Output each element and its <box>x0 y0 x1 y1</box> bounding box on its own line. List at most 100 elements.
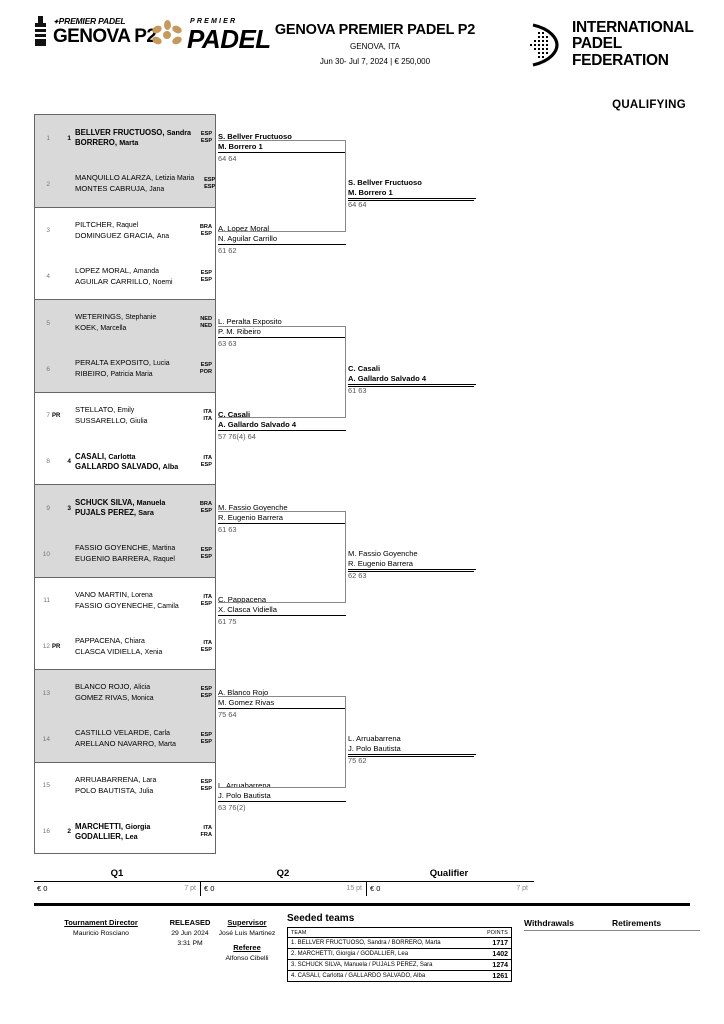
player-2-country: ESP <box>200 554 212 560</box>
player-1-country: ESP <box>200 547 212 554</box>
pr-tag: PR <box>52 412 61 419</box>
match-score: 61 63 <box>218 523 346 534</box>
player-1-country: NED <box>200 316 212 323</box>
player-2-country: ESP <box>200 276 212 283</box>
match-score: 75 62 <box>348 754 476 765</box>
player-2-country: ESP <box>204 184 216 190</box>
qualifying-label: QUALIFYING <box>612 99 686 111</box>
player-1-country: ESP <box>200 686 212 693</box>
player-2-name: CLASCA VIDIELLA, Xenia <box>75 646 163 656</box>
points-column-header: Qualifier <box>429 868 469 879</box>
genova-p2-logo: ✦PREMIER PADEL GENOVA P2 <box>34 16 157 47</box>
entry-number: 15 <box>42 782 50 789</box>
entry-number: 1 <box>46 134 50 142</box>
player-1-country: ITA <box>203 639 212 646</box>
player-2-country: ESP <box>200 138 213 144</box>
match-score: 75 64 <box>218 708 346 719</box>
entry-number: 5 <box>46 319 50 327</box>
genova-logo-title: GENOVA P2 <box>53 26 157 47</box>
player-1-name: CASALI, Carlotta <box>75 451 136 461</box>
player-1-name: MANQUILLO ALARZA, Letizia Maria <box>75 173 195 183</box>
winner-player-1: S. Bellver Fructuoso <box>348 178 422 187</box>
player-1-name: CASTILLO VELARDE, Carla <box>75 728 170 738</box>
player-1-name: ARRUABARRENA, Lara <box>75 774 157 784</box>
match-score: 61 62 <box>218 244 346 255</box>
winner-player-1: L. Arruabarrena <box>218 781 271 790</box>
player-1-name: VANO MARTIN, Lorena <box>75 589 153 599</box>
player-1-name: MARCHETTI, Giorgia <box>75 821 151 831</box>
tournament-director-block: Tournament Director Mauricio Rosciano <box>36 918 166 937</box>
match-score: 62 63 <box>348 569 476 580</box>
seed-rank: 2 <box>67 828 71 835</box>
winner-player-1: M. Fassio Goyenche <box>218 503 288 512</box>
winner-player-2: A. Gallardo Salvado 4 <box>218 419 297 429</box>
match-score: 57 76(4) 64 <box>218 430 346 441</box>
seeded-team-points: 1274 <box>471 959 512 971</box>
withdrawals-block: Withdrawals <box>524 918 612 931</box>
footer-divider <box>34 903 690 906</box>
event-location: GENOVA, ITA <box>350 42 400 51</box>
page-header: ✦PREMIER PADEL GENOVA P2 PREMIER PADEL G… <box>0 0 724 111</box>
winner-player-1: L. Peralta Exposito <box>218 317 282 326</box>
winner-player-1: C. Pappacena <box>218 595 267 604</box>
retirements-block: Retirements <box>612 918 700 931</box>
winner-player-2: M. Borrero 1 <box>218 141 263 151</box>
player-2-country: ESP <box>200 230 212 237</box>
player-1-country: ESP <box>200 131 213 138</box>
player-2-country: POR <box>199 369 212 375</box>
player-2-name: AGUILAR CARRILLO, Noemi <box>75 276 173 286</box>
player-1-country: ESP <box>200 732 212 739</box>
released-date: 29 Jun 2024 <box>171 930 209 937</box>
seeded-team-name: 2. MARCHETTI, Giorgia / GODALLIER, Lea <box>287 948 472 960</box>
prize-money: € 0 <box>370 884 381 893</box>
seed-rank: 3 <box>67 504 71 512</box>
winner-player-1: L. Arruabarrena <box>348 734 401 743</box>
entry-number: 10 <box>42 550 50 558</box>
bracket-line <box>348 756 474 757</box>
seeded-team-points: 1261 <box>492 972 508 980</box>
genova-logo-tagline: ✦PREMIER PADEL <box>53 16 126 26</box>
